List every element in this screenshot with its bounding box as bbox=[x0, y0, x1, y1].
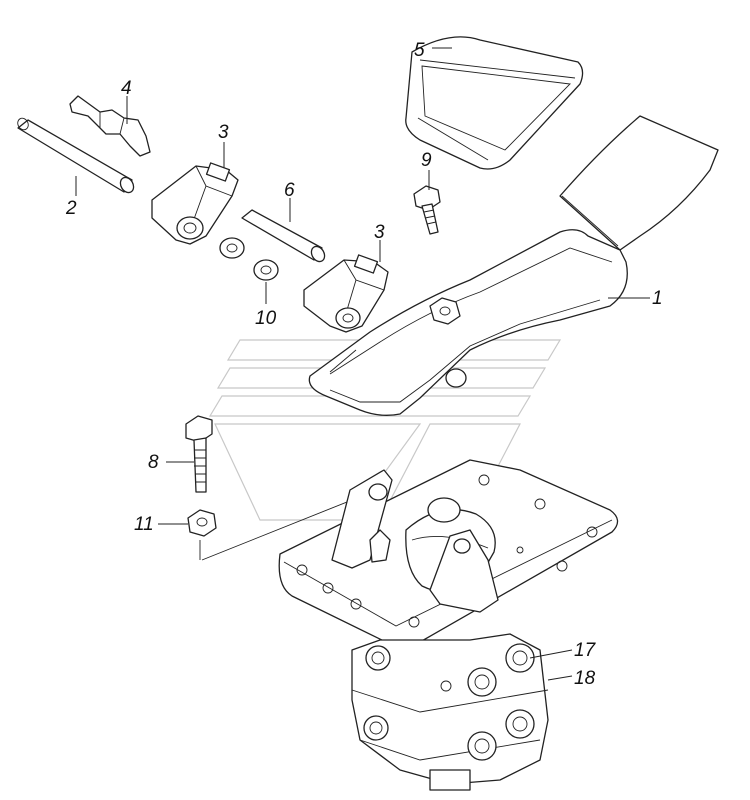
part-6-pin bbox=[241, 209, 326, 263]
label-4: 4 bbox=[121, 78, 132, 99]
label-17: 17 bbox=[574, 640, 597, 661]
part-11-nut bbox=[187, 509, 217, 537]
label-8: 8 bbox=[148, 452, 159, 473]
label-3-upper: 3 bbox=[218, 122, 229, 143]
leader-lines bbox=[75, 47, 650, 681]
part-3-clevis-lower bbox=[303, 254, 389, 333]
part-8-bolt bbox=[185, 415, 213, 493]
part-10-washers bbox=[219, 237, 279, 281]
brake-valve-assembly bbox=[278, 459, 619, 791]
part-9-bolt bbox=[413, 185, 441, 235]
part-1-pedal-lever bbox=[308, 115, 719, 416]
label-9: 9 bbox=[421, 150, 432, 171]
part-4-bracket bbox=[69, 95, 151, 157]
label-10: 10 bbox=[255, 308, 277, 329]
label-5: 5 bbox=[414, 40, 425, 61]
label-3-lower: 3 bbox=[374, 222, 385, 243]
label-6: 6 bbox=[284, 180, 295, 201]
label-1: 1 bbox=[652, 288, 663, 309]
label-2: 2 bbox=[65, 198, 77, 219]
label-11: 11 bbox=[134, 514, 154, 535]
label-18: 18 bbox=[574, 668, 596, 689]
part-2-pin bbox=[17, 117, 135, 194]
part-5-pedal-pad bbox=[405, 36, 584, 170]
part-3-clevis-upper bbox=[151, 162, 239, 245]
lever-nut bbox=[429, 297, 461, 325]
